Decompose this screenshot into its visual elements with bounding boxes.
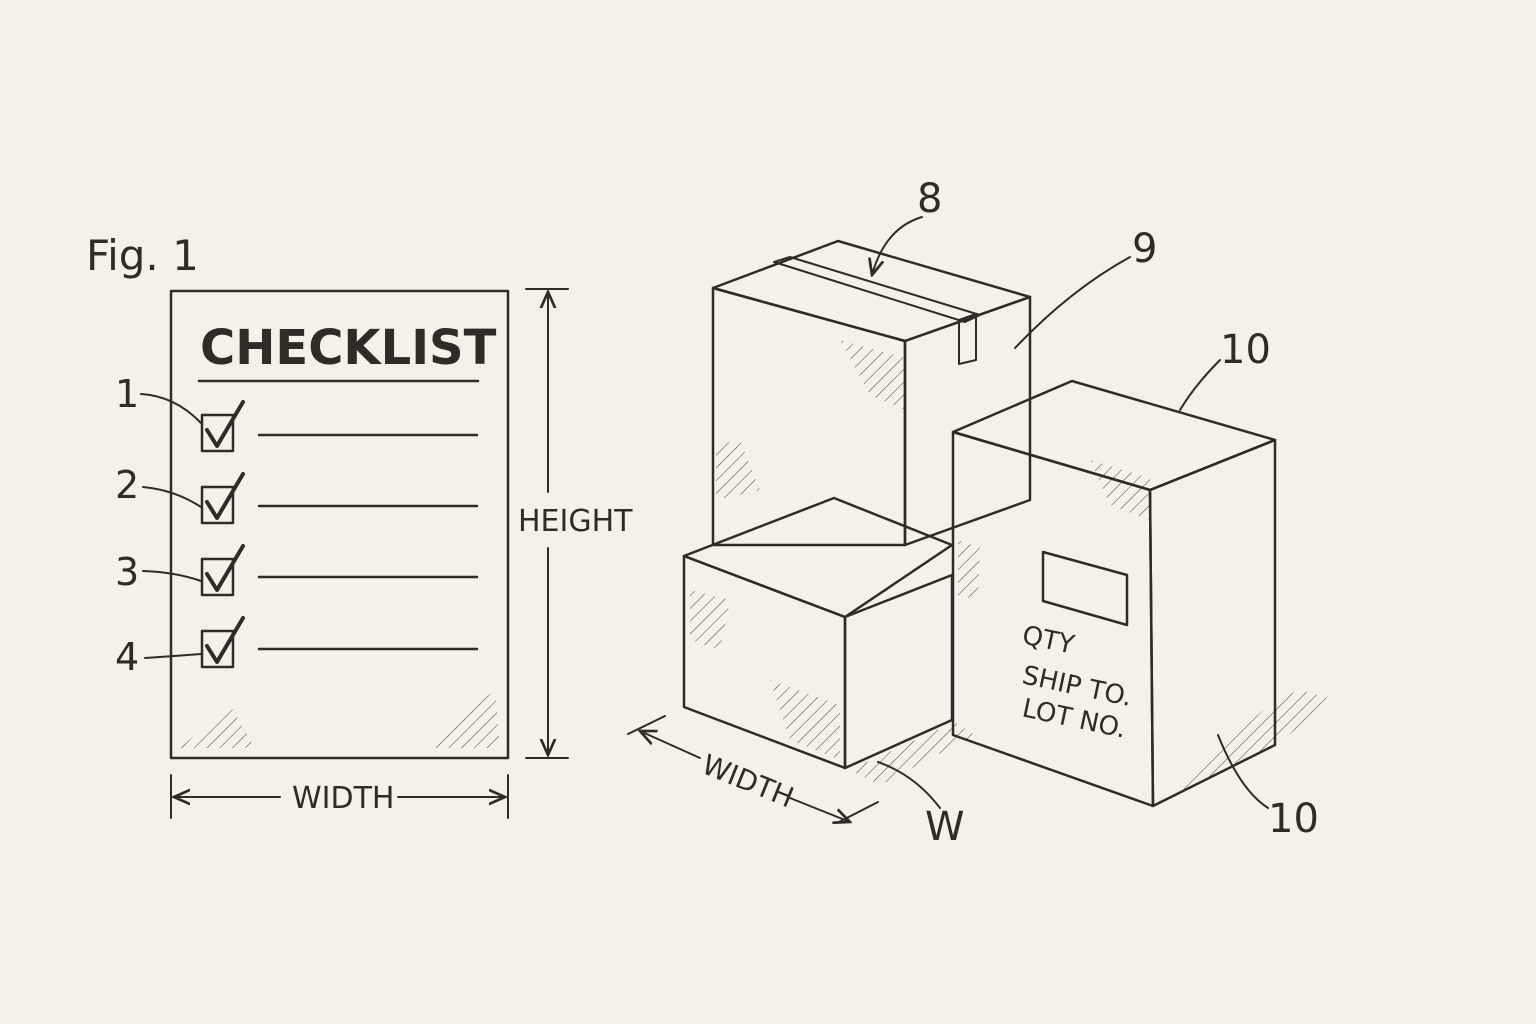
checklist-item-3: 3	[115, 544, 479, 597]
checkmark-icon	[205, 616, 245, 664]
callout-w: W	[925, 804, 965, 850]
back-box	[711, 239, 1032, 547]
tall-box-top-shade	[1090, 460, 1150, 520]
checkbox-1	[200, 413, 235, 453]
tall-box-front	[951, 430, 1155, 808]
front-box-shade-2	[770, 680, 840, 760]
front-box-shadow	[850, 722, 975, 785]
leader-line-1	[140, 393, 202, 424]
shipping-label-qty: QTY	[1020, 621, 1077, 661]
item-number-3: 3	[115, 550, 139, 594]
item-number-4: 4	[115, 635, 139, 679]
box-width-arrow-left	[640, 731, 701, 759]
front-box-front	[682, 554, 847, 770]
callout-9-leader	[1014, 256, 1131, 349]
checkbox-3	[200, 557, 235, 597]
front-box	[682, 496, 975, 785]
leader-line-4	[144, 653, 202, 659]
sheet-outline	[169, 289, 510, 760]
box-width-arrow-right	[789, 797, 850, 822]
checkbox-2	[200, 485, 235, 525]
checklist-title: CHECKLIST	[200, 320, 497, 376]
back-box-shade-2	[716, 440, 760, 500]
callouts: 8 9 10 10 W	[872, 176, 1319, 850]
callout-w-leader	[877, 761, 941, 809]
box-width-tick-left	[627, 715, 666, 735]
callout-9: 9	[1132, 226, 1157, 272]
checkmark-icon	[205, 400, 245, 448]
figure-label: Fig. 1	[86, 231, 199, 280]
callout-10-top: 10	[1220, 327, 1271, 373]
height-label: HEIGHT	[518, 504, 633, 539]
back-box-shade	[840, 340, 905, 410]
checklist-sheet: CHECKLIST 1 2 3	[115, 288, 633, 819]
back-box-front	[711, 286, 907, 547]
callout-10-bottom: 10	[1268, 796, 1319, 842]
tall-box-shade	[958, 540, 980, 600]
box-width-label: WIDTH	[697, 748, 798, 814]
checklist-item-4: 4	[115, 616, 479, 679]
item-number-1: 1	[115, 372, 139, 416]
callout-10-bottom-leader	[1217, 734, 1269, 809]
tape-flap	[958, 313, 977, 365]
tape-strip	[773, 256, 981, 323]
tall-box-shadow	[1155, 690, 1335, 805]
leader-line-2	[142, 486, 202, 508]
item-number-2: 2	[115, 463, 139, 507]
callout-8-arrow	[872, 216, 923, 275]
sheet-width-label: WIDTH	[292, 781, 395, 816]
checklist-item-1: 1	[115, 372, 479, 453]
leader-line-3	[142, 570, 202, 582]
sheet-width-dimension: WIDTH	[170, 774, 509, 819]
tall-box: QTY SHIP TO. LOT NO.	[951, 379, 1335, 808]
height-dimension: HEIGHT	[518, 288, 633, 759]
callout-10-top-leader	[1179, 359, 1221, 411]
checkmark-icon	[205, 544, 245, 592]
back-box-top	[711, 239, 1032, 343]
shipping-label-box	[1041, 550, 1129, 627]
sheet-shade-right	[425, 690, 500, 748]
checklist-item-2: 2	[115, 463, 479, 525]
front-box-shade	[690, 590, 730, 650]
checkmark-icon	[205, 472, 245, 520]
callout-8: 8	[917, 176, 942, 222]
sheet-shade-left	[180, 705, 255, 748]
checkbox-4	[200, 629, 235, 669]
